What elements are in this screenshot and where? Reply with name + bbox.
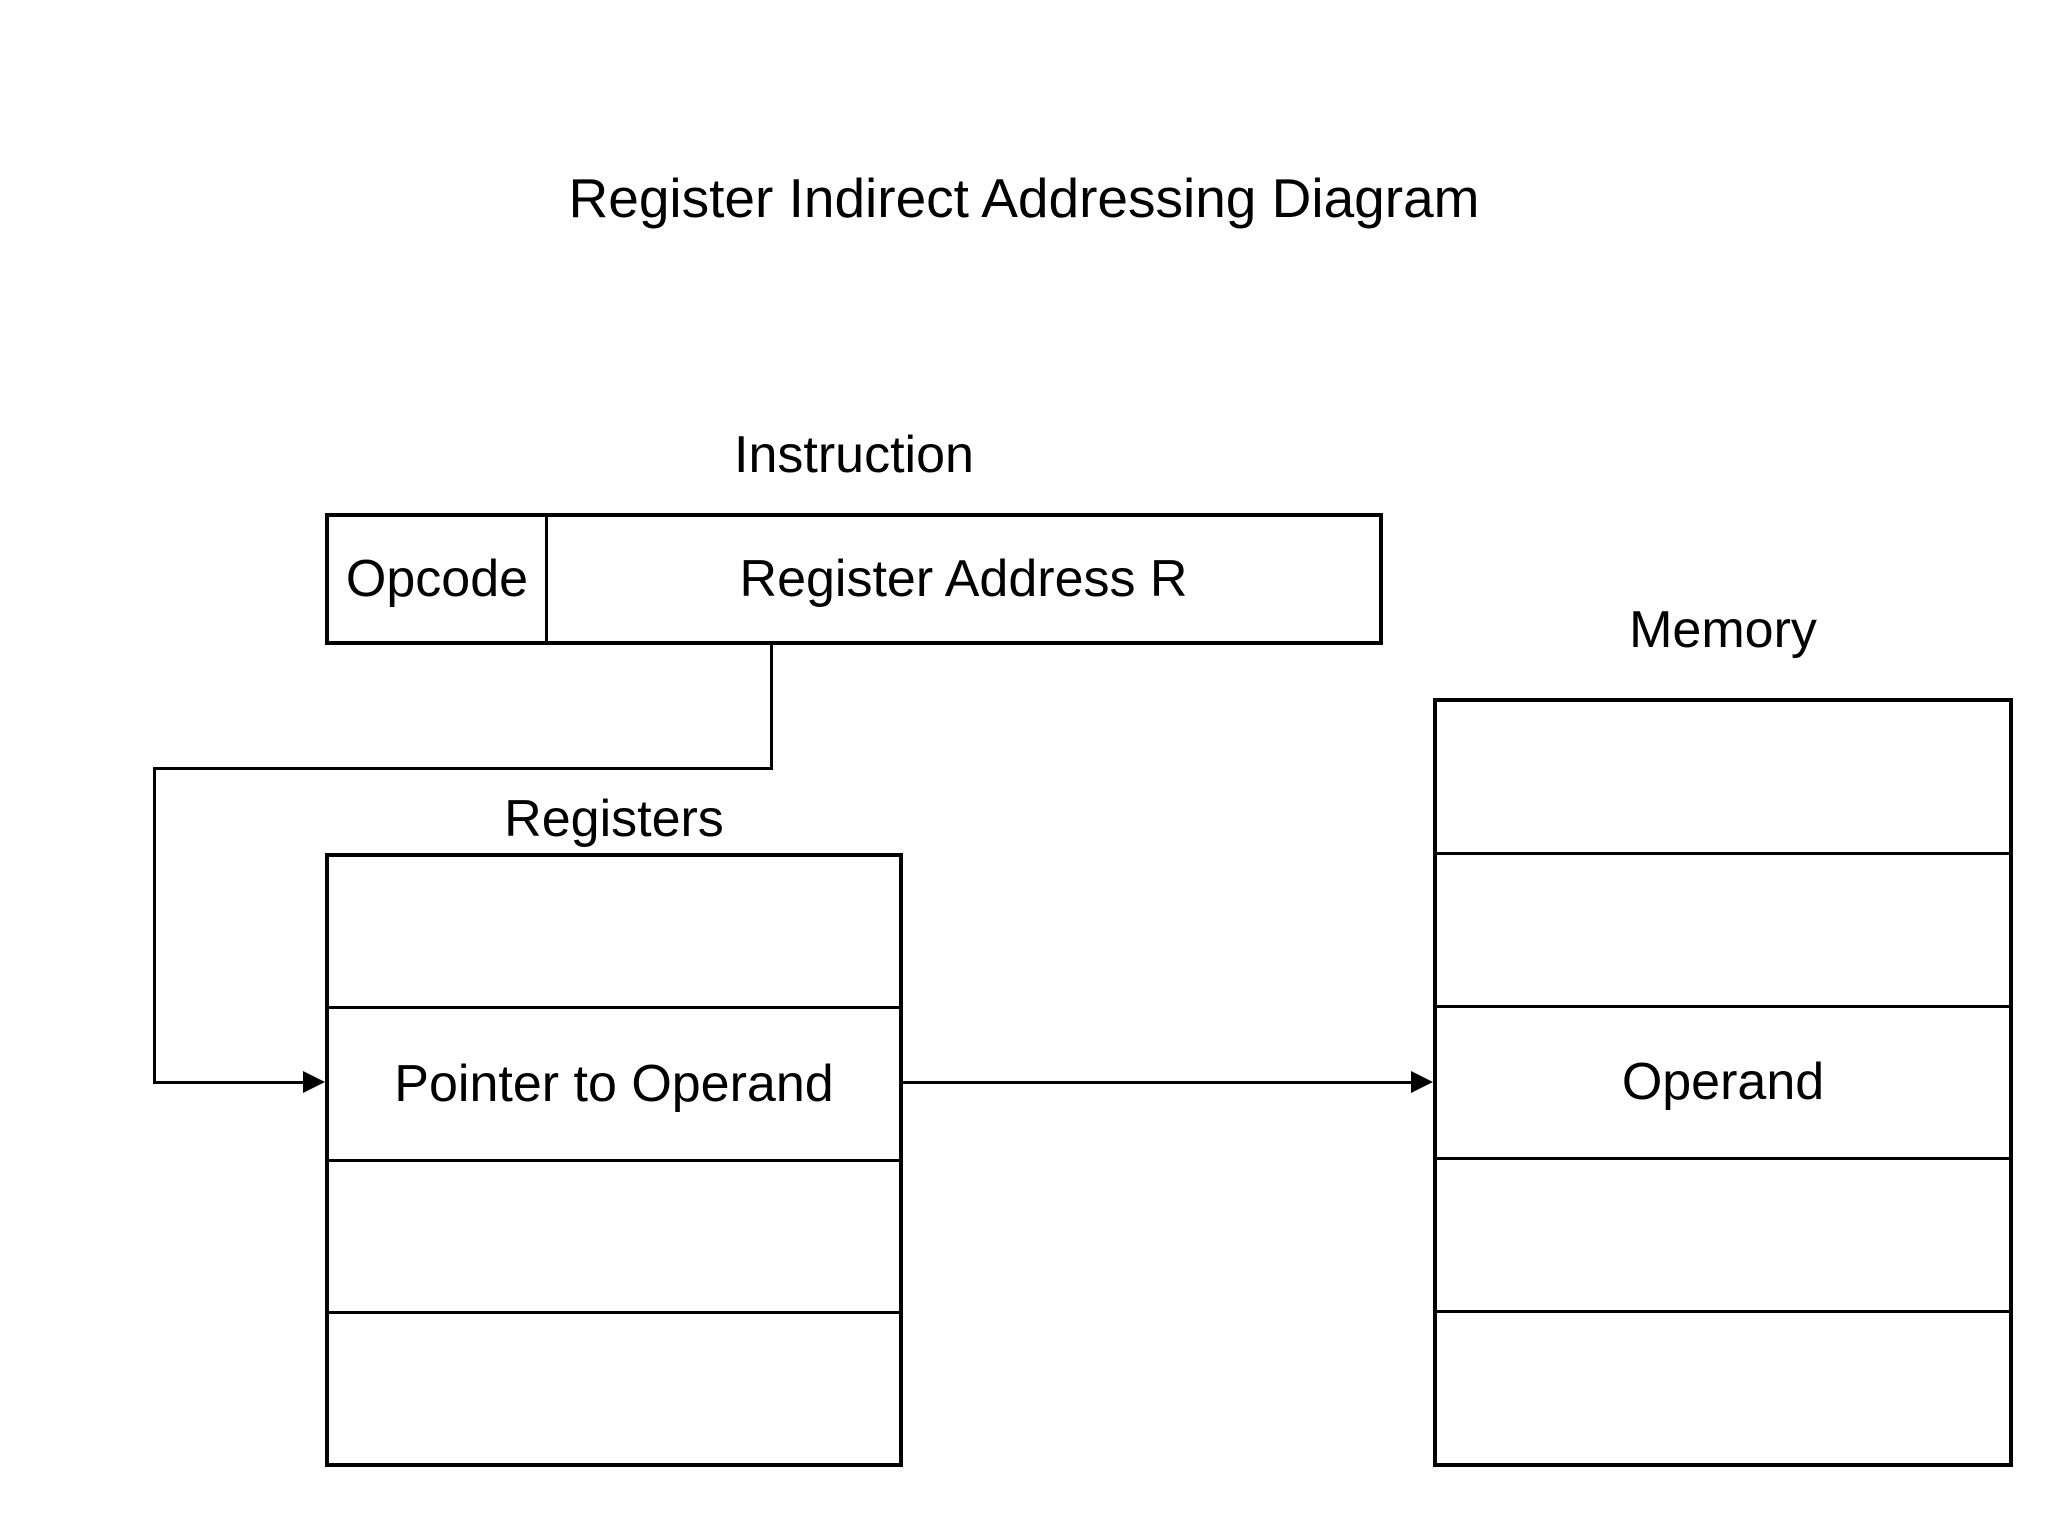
- connector-down-segment: [153, 767, 156, 1083]
- instruction-label: Instruction: [734, 426, 974, 484]
- operand-label: Operand: [1621, 1053, 1825, 1112]
- registers-row-0: [329, 857, 899, 1010]
- arrowhead-into-memory-icon: [1411, 1071, 1433, 1093]
- memory-row-0: [1437, 702, 2009, 855]
- memory-row-3: [1437, 1160, 2009, 1314]
- registers-table: Pointer to Operand: [325, 853, 903, 1467]
- memory-row-4: [1437, 1313, 2009, 1463]
- connector-drop-segment: [770, 645, 773, 770]
- opcode-label: Opcode: [345, 550, 529, 608]
- diagram-title: Register Indirect Addressing Diagram: [568, 167, 1480, 229]
- registers-row-1-pointer-to-operand: Pointer to Operand: [329, 1009, 899, 1162]
- registers-row-2: [329, 1162, 899, 1314]
- memory-table: Operand: [1433, 698, 2013, 1467]
- arrow-registers-to-memory-line: [903, 1081, 1411, 1084]
- connector-into-registers-segment: [153, 1081, 303, 1084]
- registers-row-3: [329, 1314, 899, 1463]
- register-address-cell: Register Address R: [548, 517, 1379, 641]
- memory-row-2-operand: Operand: [1437, 1008, 2009, 1161]
- opcode-cell: Opcode: [329, 517, 548, 641]
- memory-row-1: [1437, 855, 2009, 1008]
- memory-label: Memory: [1629, 601, 1817, 659]
- instruction-box: Opcode Register Address R: [325, 513, 1383, 645]
- arrowhead-into-registers-icon: [303, 1071, 325, 1093]
- connector-left-segment: [153, 767, 773, 770]
- registers-label: Registers: [504, 790, 724, 848]
- register-address-label: Register Address R: [739, 550, 1188, 608]
- pointer-to-operand-label: Pointer to Operand: [394, 1054, 834, 1113]
